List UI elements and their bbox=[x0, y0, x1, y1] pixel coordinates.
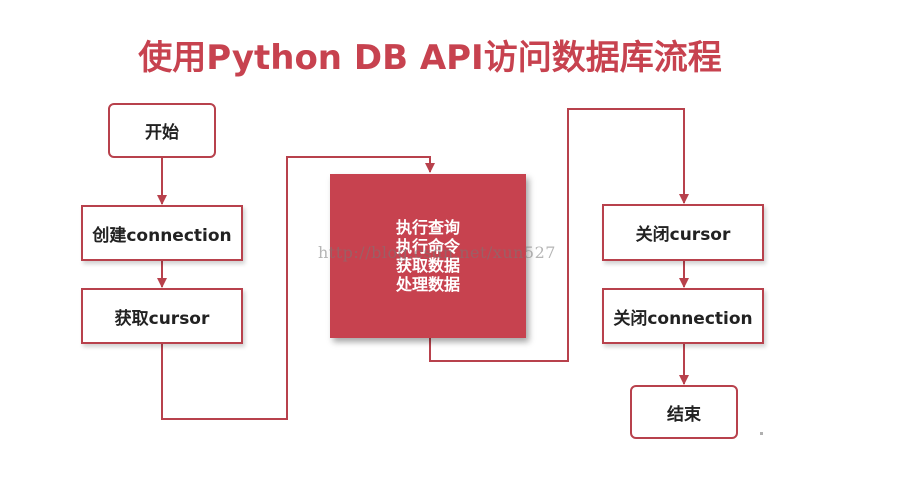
start-node-label: 开始 bbox=[145, 123, 179, 143]
close-cursor-node: 关闭cursor bbox=[602, 204, 764, 261]
operation-fetch-data: 获取数据 bbox=[395, 256, 460, 275]
get-cursor-label: 获取cursor bbox=[114, 308, 210, 329]
watermark-text: http://blog.csdn.net/xun527 bbox=[318, 243, 556, 262]
end-node-label: 结束 bbox=[667, 404, 701, 425]
close-cursor-label: 关闭cursor bbox=[635, 225, 731, 245]
operations-box: 执行查询 执行命令 获取数据 处理数据 bbox=[330, 174, 526, 338]
close-connection-label: 关闭connection bbox=[613, 308, 753, 329]
start-node: 开始 bbox=[108, 103, 216, 158]
end-node: 结束 bbox=[630, 385, 738, 439]
operation-execute-query: 执行查询 bbox=[395, 218, 460, 237]
get-cursor-node: 获取cursor bbox=[81, 288, 243, 344]
arrow-cursor-to-operations bbox=[161, 156, 435, 420]
operation-process-data: 处理数据 bbox=[395, 275, 460, 294]
arrow-operations-to-close-cursor bbox=[429, 108, 689, 362]
close-connection-node: 关闭connection bbox=[602, 288, 764, 344]
corner-dot bbox=[760, 432, 763, 435]
operation-execute-command: 执行命令 bbox=[395, 237, 460, 256]
create-connection-label: 创建connection bbox=[92, 225, 232, 246]
create-connection-node: 创建connection bbox=[81, 205, 243, 261]
diagram-title: 使用Python DB API访问数据库流程 bbox=[138, 38, 722, 78]
